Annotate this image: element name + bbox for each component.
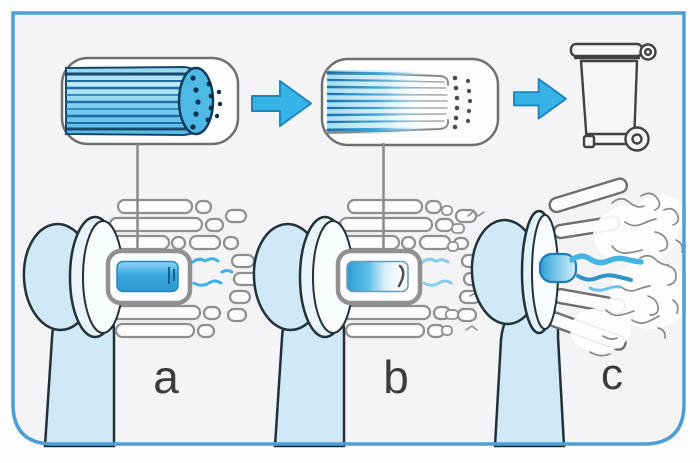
indicator-inset-worn: [320, 57, 500, 147]
indicator-bar-tip-marks: [168, 267, 175, 284]
bristle-tip-dots: [190, 75, 223, 130]
indicator-frayed-blue: [569, 253, 644, 292]
indicator-bar-full: [116, 260, 179, 293]
indicator-tips-faded: [421, 257, 453, 287]
wheelie-bin-icon: [569, 42, 657, 152]
indicator-bar-worn-tip: [397, 264, 405, 288]
brush-head-a: [22, 144, 260, 448]
frayed-fragments: [441, 205, 465, 336]
indicator-stub: [538, 252, 578, 284]
indicator-inset-new: [60, 56, 240, 146]
stage-label-a: a: [153, 351, 179, 403]
bin-foot: [582, 134, 596, 149]
indicator-tips-blue: [191, 257, 234, 287]
frayed-scribbles: [589, 192, 684, 357]
bin-lid: [569, 42, 644, 58]
stage-label-b: b: [383, 351, 409, 403]
brush-head-b: [252, 143, 491, 448]
worn-tip-dots: [452, 75, 473, 130]
bin-wheel-hub: [631, 133, 643, 145]
indicator-bar-half: [346, 260, 409, 293]
brush-head-c: [470, 177, 690, 448]
panel-border: [11, 11, 686, 446]
bin-hinge-hub: [644, 48, 653, 57]
fading-stripes-blue: [326, 71, 429, 132]
bundle-outline: [326, 71, 450, 134]
stage-label-c: c: [601, 350, 623, 399]
